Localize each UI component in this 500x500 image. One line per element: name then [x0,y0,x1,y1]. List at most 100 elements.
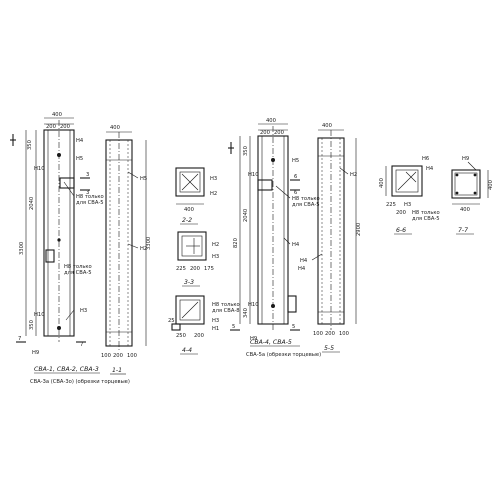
col2-bottom-dim-100b: 100 [127,353,137,359]
sec66-dim-225: 225 [386,202,396,208]
sec33-dim-225: 225 [176,266,186,272]
col1-section-7-right: 7 [80,342,83,348]
col3-mark-h10-top: H10 [248,172,259,178]
col2-bottom-dim-200: 200 [113,353,123,359]
col4-caption-5-5: 5-5 [324,345,334,352]
sec22-dim-400: 400 [184,207,194,213]
col1-mark-h8-note-a: H8 только [76,194,104,200]
col1-section-3-bottom: 3 [86,190,89,196]
sec66-caption: 6-6 [396,227,406,234]
col1-dim-350-bottom: 350 [29,320,35,330]
col3-dim-340: 340 [243,308,249,318]
col3-dim-200a: 200 [260,130,270,136]
col4-bottom-dim-100a: 100 [313,331,323,337]
col2-bottom-dim-100a: 100 [101,353,111,359]
sec66-mark-h8-note-b: для СВА-5 [412,216,440,222]
col2-mark-h2: H2 [140,246,147,252]
col3-dim-350: 350 [243,146,249,156]
sec44-dim-25: 25 [168,318,175,324]
col3-section-6-bottom: 6 [294,190,297,196]
col1-dim-200a: 200 [46,124,56,130]
sec44-mark-h3: H3 [212,318,219,324]
col3-mark-h4-mid: H4 [292,242,300,248]
col1-dim-200b: 200 [60,124,70,130]
col3-mark-h9: H9 [250,336,257,342]
col1-mark-h10-bottom: H10 [34,312,45,318]
col3-section-5-left: 5 [232,324,235,330]
col4-bottom-dim-100b: 100 [339,331,349,337]
col3-dim-200b: 200 [274,130,284,136]
col1-mark-h8-note-b: для СВА-5 [76,200,104,206]
section-4-4: H8 только для СВА-8 H3 H1 25 250 200 4-4 [168,295,240,355]
col1-dim-350-top: 350 [27,140,33,150]
sec66-mark-h4: H4 [426,166,434,172]
sec44-dim-250: 250 [176,333,186,339]
sec44-mark-h8-note-b: для СВА-8 [212,308,240,314]
section-3-3: H2 H3 225 200 175 3-3 [176,231,219,287]
sec66-mark-h3: H3 [404,202,411,208]
col2-caption-1-1: 1-1 [112,367,122,374]
col1-dim-400: 400 [52,112,62,118]
sec22-mark-h3: H3 [210,176,217,182]
col1-mark-h9: H9 [32,350,39,356]
sec44-caption: 4-4 [182,347,192,354]
sec77-dim-400-vertical: 400 [488,180,494,190]
col1-caption-sub: СВА-3а (СВА-3о) (обрезки торцевые) [30,379,130,385]
col3-caption-sub: СВА-5а (обрезки торцевые) [246,352,321,358]
column-2-section-1-1: 400 H5 H2 3300 100 200 100 1-1 [101,125,152,375]
column-3-elevation: 400 200 200 350 2040 820 340 H5 H10 H8 т… [228,118,321,358]
sec33-mark-h3: H3 [212,254,219,260]
col2-dim-400: 400 [110,125,120,131]
col1-mark-h4: H4 [76,138,84,144]
col1-dim-2040: 2040 [29,197,35,210]
sec66-mark-h6: H6 [422,156,429,162]
col3-mark-h10-bottom: H10 [248,302,259,308]
sec44-mark-h1: H1 [212,326,219,332]
col3-mark-h4-low: H4 [298,266,306,272]
col3-dim-400: 400 [266,118,276,124]
sec33-caption: 3-3 [184,279,194,286]
col4-bottom-dim-200: 200 [325,331,335,337]
col4-mark-h4: H4 [300,258,308,264]
column-4-section-5-5: 400 H2 H4 2900 100 200 100 5-5 [300,123,362,353]
sec77-dim-400-horizontal: 400 [460,207,470,213]
col4-dim-400: 400 [322,123,332,129]
sec22-caption: 2-2 [182,217,192,224]
col1-mark-h8-note-d: для СВА-5 [64,270,92,276]
col3-dim-820: 820 [233,238,239,248]
sec44-dim-200: 200 [194,333,204,339]
col3-dim-2040: 2040 [243,209,249,222]
sec66-dim-400: 400 [379,178,385,188]
sec77-caption: 7-7 [458,227,468,234]
col2-mark-h5: H5 [140,176,147,182]
col1-caption: СВА-1, СВА-2, СВА-3 [34,366,99,373]
col1-mark-h8-note-c: H8 только [64,264,92,270]
col1-mark-h5: H5 [76,156,83,162]
sec33-dim-200: 200 [190,266,200,272]
sec44-mark-h8-note-a: H8 только [212,302,240,308]
col3-caption: СВА-4, СВА-5 [250,339,292,346]
col1-section-3-top: 3 [86,172,89,178]
col4-height-2900: 2900 [356,223,362,236]
sec66-mark-h8-note-a: H8 только [412,210,440,216]
sec66-dim-200: 200 [396,210,406,216]
col3-section-6-top: 6 [294,174,297,180]
section-7-7: H9 400 400 7-7 [451,156,494,235]
section-6-6: H6 H4 H3 H8 только для СВА-5 400 225 200… [379,156,440,235]
sec33-dim-175: 175 [204,266,214,272]
section-2-2: H3 H2 400 2-2 [175,167,217,225]
col2-height-3300: 3300 [146,237,152,250]
col1-mark-h10-top: H10 [34,166,45,172]
col4-mark-h2: H2 [350,172,357,178]
col3-mark-h8-note-b: для СВА-5 [292,202,320,208]
col3-mark-h8-note-a: H8 только [292,196,320,202]
column-1-elevation: 400 200 200 350 2040 3300 350 H4 H5 H10 … [10,112,130,385]
sec77-mark-h9: H9 [462,156,469,162]
col3-section-5-right: 5 [292,324,295,330]
sec33-mark-h2: H2 [212,242,219,248]
col3-mark-h5: H5 [292,158,299,164]
col1-section-7-left: 7 [18,336,21,342]
col1-mark-h3: H3 [80,308,87,314]
sec22-mark-h2: H2 [210,191,217,197]
